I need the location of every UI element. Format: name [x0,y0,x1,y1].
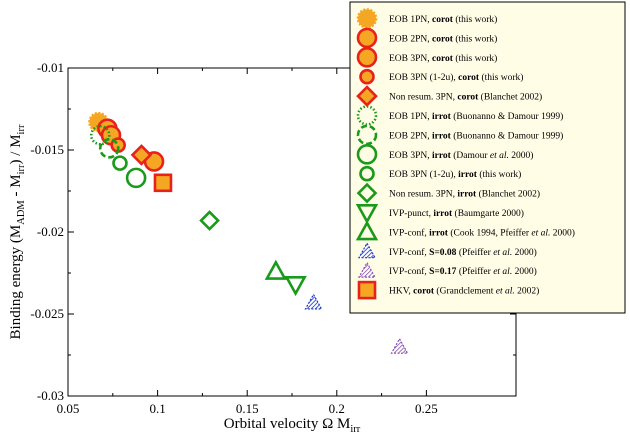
data-point [125,167,147,189]
legend-marker [357,280,377,300]
axis-ticks: 0.05 0.1 0.15 0.2 0.25 -0.03 -0.025 -0.02 -0.015… [30,60,516,416]
data-point [112,155,128,171]
legend-marker [356,124,378,146]
data-point [390,337,409,354]
data-point [284,275,307,297]
legend-marker [355,220,379,241]
legend-marker [355,204,379,225]
legend-entry-label: EOB 3PN (1-2u), irrot (this work) [389,169,521,180]
legend-entry-label: IVP-conf, S=0.08 (Pfeiffer et al. 2000) [389,247,537,258]
legend-entry-label: EOB 2PN, corot (this work) [389,33,497,44]
y-axis-title: Binding energy (MADM - Mirr) / Mirr [8,124,27,339]
data-point [304,293,323,310]
y-tick-label: -0.015 [30,142,64,157]
x-axis-title: Orbital velocity Ω Mirr [224,416,361,435]
legend-entry-label: Non resum. 3PN, corot (Blanchet 2002) [389,92,542,103]
x-tick-label: 0.2 [329,401,345,416]
legend-marker [356,46,378,68]
y-tick-label: -0.01 [37,60,64,75]
data-point [98,138,120,159]
legend-marker [357,261,377,278]
legend-entry-label: EOB 3PN (1-2u), corot (this work) [389,72,523,83]
data-point [153,173,173,193]
data-point [130,144,153,166]
y-tick-label: -0.03 [37,388,64,403]
data-markers [88,111,409,354]
legend-entry-label: EOB 3PN, corot (this work) [389,53,497,64]
legend-marker [356,8,378,29]
x-tick-label: 0.1 [149,401,165,416]
y-tick-label: -0.025 [30,306,64,321]
legend-entry-label: HKV, corot (Grandclement et al. 2002) [389,286,539,297]
legend-marker [356,27,378,49]
legend-marker [356,85,378,107]
legend-entry-label: IVP-punct, irrot (Baumgarte 2000) [389,208,524,219]
x-tick-label: 0.15 [236,401,259,416]
legend-marker [359,68,375,85]
data-point [199,210,220,231]
x-tick-label: 0.05 [57,401,80,416]
legend-entry-label: IVP-conf, S=0.17 (Pfeiffer et al. 2000) [389,266,537,277]
legend: EOB 1PN, corot (this work) EOB 2PN, corot… [349,1,626,314]
legend-marker [356,105,378,126]
x-tick-label: 0.25 [415,401,438,416]
legend-entry-label: IVP-conf, irrot (Cook 1994, Pfeiffer et … [389,227,575,238]
legend-entry-label: EOB 1PN, corot (this work) [389,14,497,25]
y-tick-label: -0.02 [37,224,64,239]
legend-entry-label: Non resum. 3PN, irrot (Blanchet 2002) [389,189,540,200]
legend-marker [356,144,378,165]
legend-box [349,1,626,314]
legend-entry-label: EOB 2PN, irrot (Buonanno & Damour 1999) [389,130,563,141]
legend-marker [357,242,377,259]
legend-entry-label: EOB 1PN, irrot (Buonanno & Damour 1999) [389,111,563,122]
legend-marker [356,182,378,204]
legend-entry-label: EOB 3PN, irrot (Damour et al. 2000) [389,150,533,161]
data-point [264,259,288,280]
legend-marker [359,165,375,182]
